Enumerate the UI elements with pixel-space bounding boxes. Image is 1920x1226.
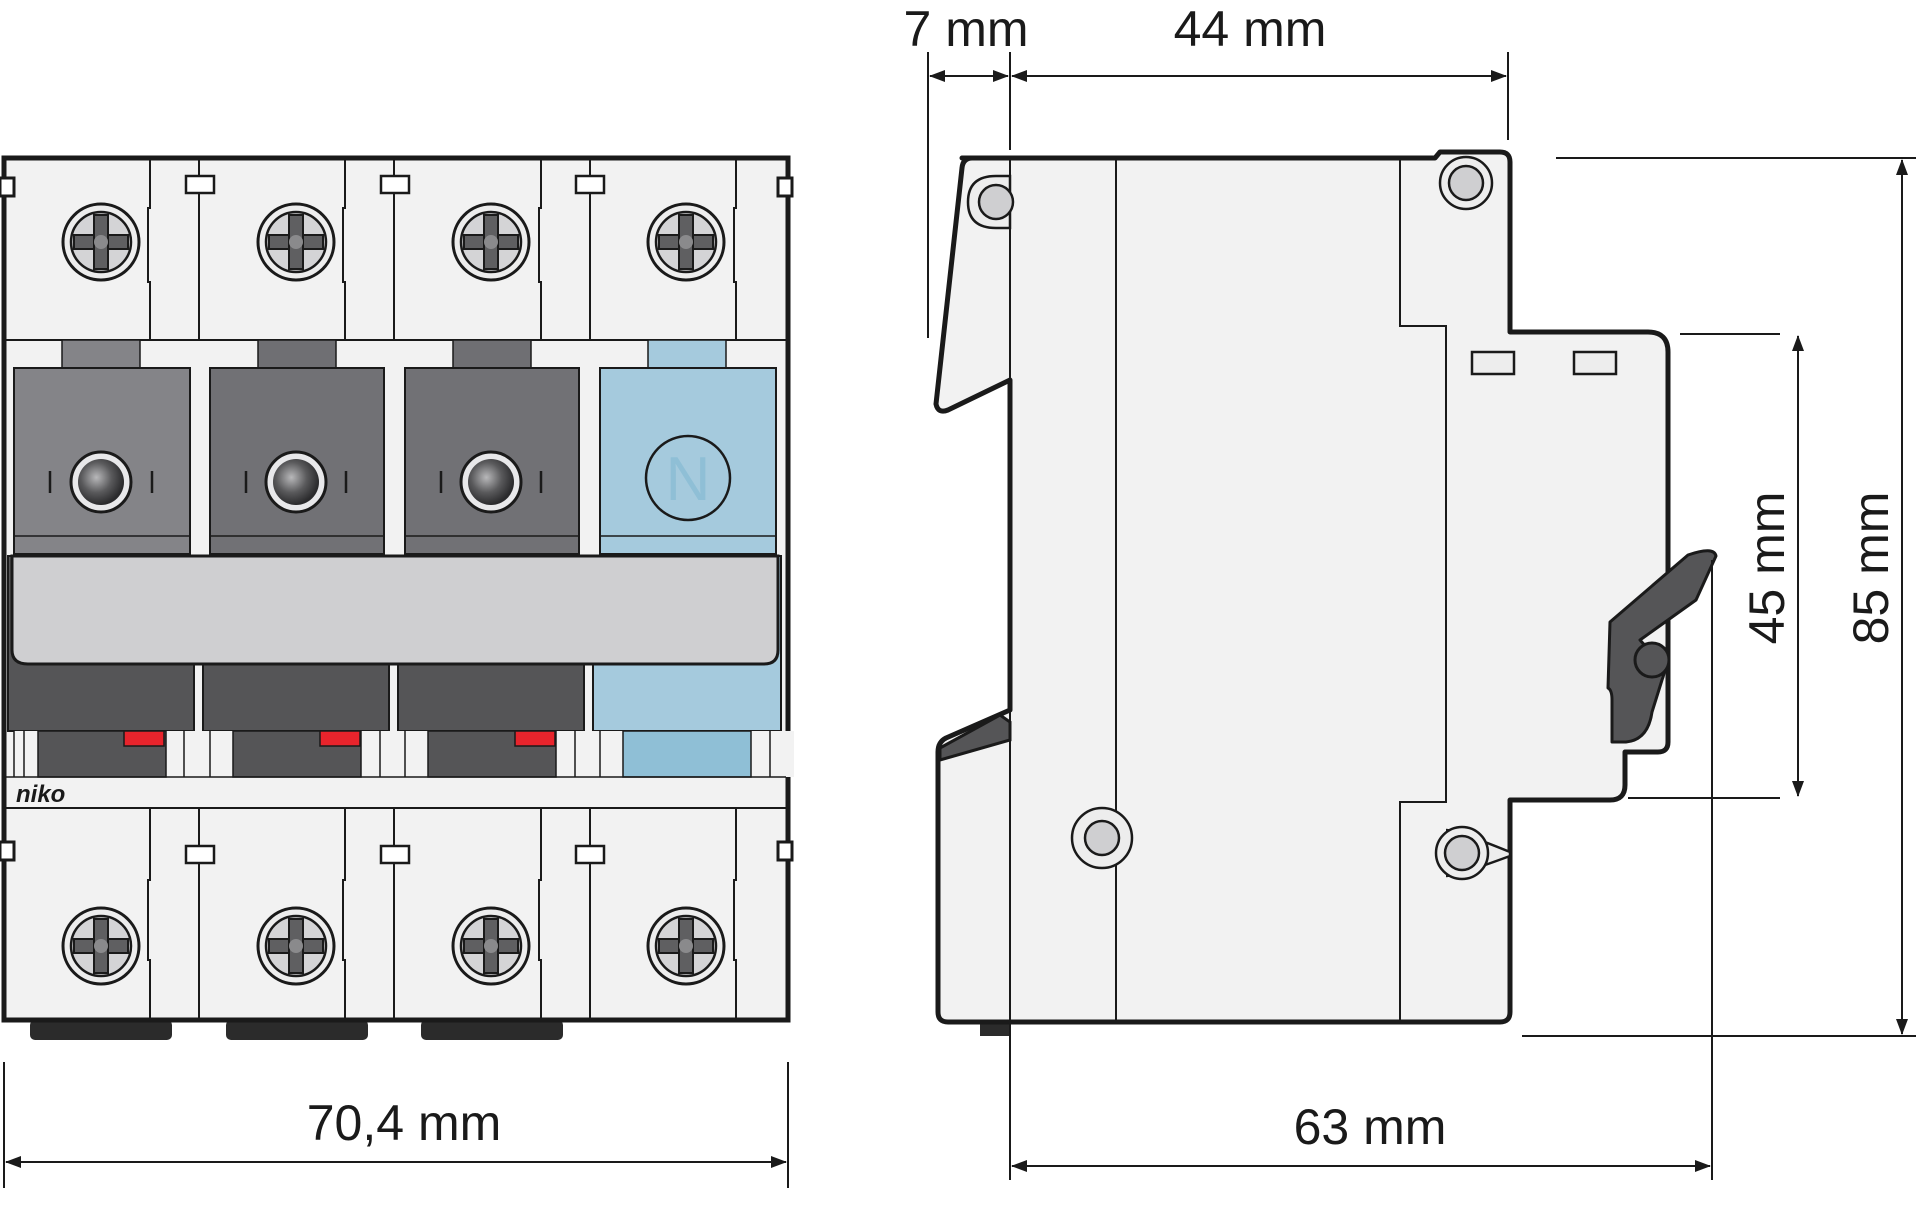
terminal-screw-icon [646,202,726,282]
side-total-height-label: 85 mm [1843,492,1899,645]
front-view: N niko [0,155,794,1188]
terminal-screw-icon [61,906,141,986]
trip-indicator [514,730,556,747]
indicator-window-icon [439,450,543,514]
front-width-label: 70,4 mm [307,1095,502,1151]
trip-indicator [319,730,361,747]
din-foot [30,1020,172,1040]
brand-logo: niko [16,781,65,808]
side-bottom-depth-label: 63 mm [1294,1099,1447,1155]
neutral-marker: N [644,434,732,522]
terminal-screw-icon [451,202,531,282]
side-body [933,149,1671,1025]
terminal-screw-icon [646,906,726,986]
side-front-height-label: 45 mm [1739,492,1795,645]
din-foot [421,1020,563,1040]
trip-indicator [123,730,165,747]
din-foot [226,1020,368,1040]
terminal-screw-icon [256,202,336,282]
switch-handle-bar[interactable] [10,554,780,666]
toggle-lever-icon[interactable] [1606,549,1718,744]
rivet-icon [1434,825,1512,881]
rivet-icon [1438,155,1494,211]
terminal-screw-icon [256,906,336,986]
terminal-screw-icon [61,202,141,282]
side-offset-label: 7 mm [904,1,1029,57]
side-top-depth-label: 44 mm [1174,1,1327,57]
indicator-window-icon [48,450,154,514]
terminal-screw-icon [451,906,531,986]
rivet-icon [966,174,1015,230]
side-view: 7 mm 44 mm 63 mm 45 mm 85 mm [904,1,1916,1180]
indicator-window-icon [244,450,348,514]
neutral-label: N [666,445,711,514]
rivet-icon [1070,806,1134,870]
